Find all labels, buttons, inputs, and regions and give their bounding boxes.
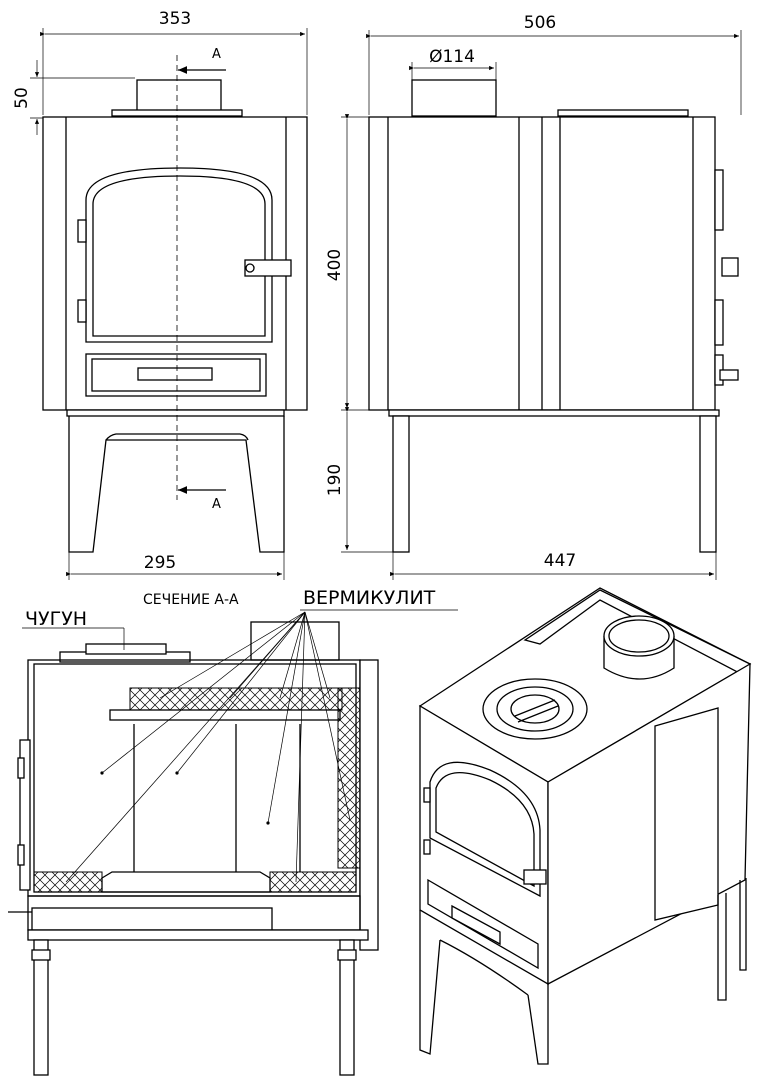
isometric-view bbox=[418, 587, 752, 1065]
side-view bbox=[341, 30, 742, 580]
dim-base-depth: 447 bbox=[544, 551, 576, 571]
section-mark-bottom: A bbox=[212, 497, 221, 512]
dim-pipe-height: 50 bbox=[12, 87, 32, 109]
section-title: СЕЧЕНИЕ А-А bbox=[143, 592, 239, 608]
section-mark-top: A bbox=[212, 47, 221, 62]
section-view bbox=[8, 611, 379, 1076]
label-vermiculite: ВЕРМИКУЛИТ bbox=[303, 587, 436, 609]
dim-width-front: 353 bbox=[159, 9, 191, 29]
dim-pipe-diameter: Ø114 bbox=[429, 47, 475, 67]
dim-leg-height: 190 bbox=[325, 464, 345, 496]
dim-base-width: 295 bbox=[144, 553, 176, 573]
label-cast-iron: ЧУГУН bbox=[25, 608, 87, 630]
dim-body-height: 400 bbox=[325, 249, 345, 281]
front-view bbox=[30, 28, 308, 580]
dim-depth-total: 506 bbox=[524, 13, 556, 33]
